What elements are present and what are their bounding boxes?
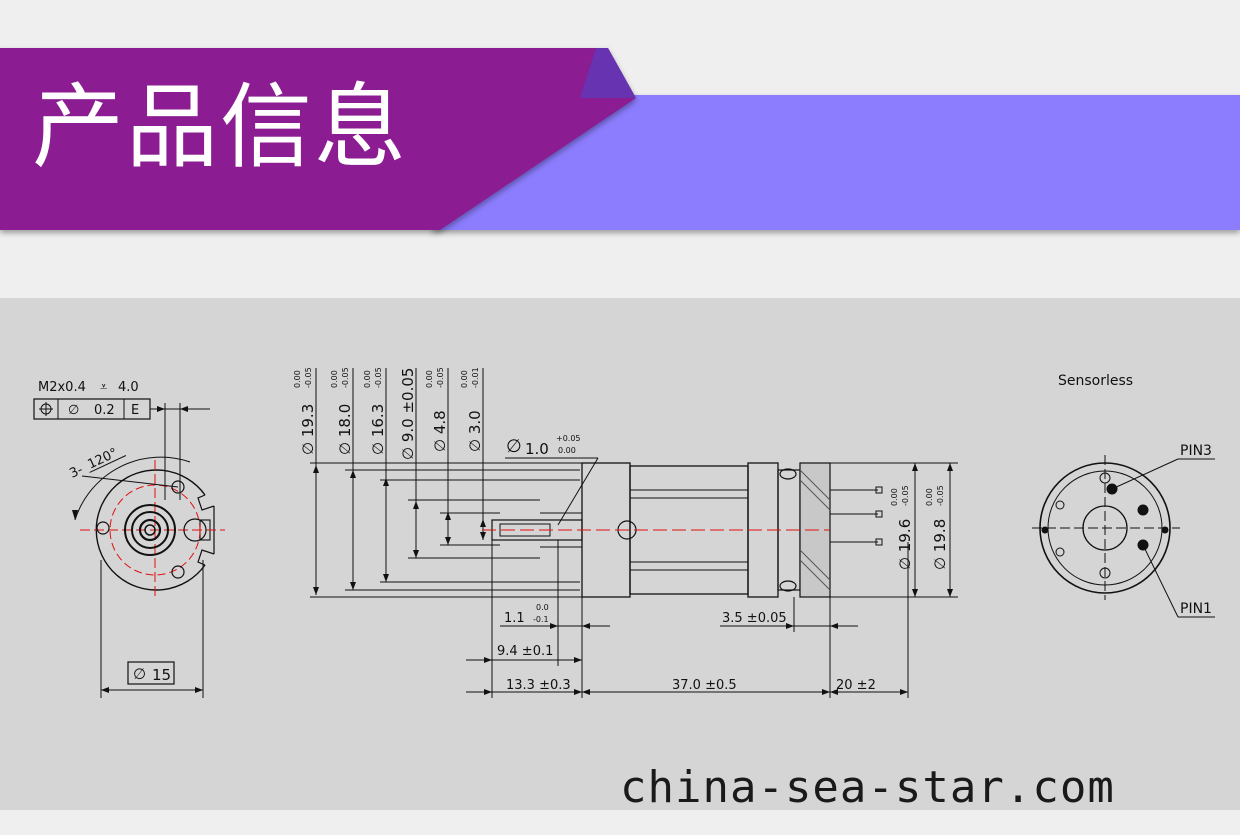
svg-text:∅ 9.0 ±0.05: ∅ 9.0 ±0.05 — [399, 368, 417, 460]
side-view: ∅ 19.3 0.00 -0.05 ∅ 18.0 0.00 -0.05 ∅ 16… — [293, 367, 958, 698]
svg-text:∅: ∅ — [506, 436, 522, 457]
svg-text:13.3 ±0.3: 13.3 ±0.3 — [506, 678, 571, 693]
svg-text:9.4 ±0.1: 9.4 ±0.1 — [497, 644, 553, 659]
svg-text:0.00: 0.00 — [890, 488, 899, 506]
dia-19-8-dim: ∅ 19.8 0.00 -0.05 — [925, 485, 949, 570]
svg-text:0.00: 0.00 — [925, 488, 934, 506]
len-1-1-dim: 1.1 0.0 -0.1 — [500, 603, 610, 629]
dia-19-3-dim: ∅ 19.3 0.00 -0.05 — [293, 367, 319, 595]
svg-text:20 ±2: 20 ±2 — [836, 678, 876, 693]
header-banner: 产品信息 — [0, 0, 1240, 260]
diameter-icon: ∅ — [68, 403, 79, 418]
len-3-5-dim: 3.5 ±0.05 — [720, 611, 858, 629]
svg-text:∅ 19.6: ∅ 19.6 — [896, 519, 914, 570]
dia-16-3-dim: ∅ 16.3 0.00 -0.05 — [363, 367, 389, 582]
svg-text:0.00: 0.00 — [330, 370, 339, 388]
svg-text:∅ 18.0: ∅ 18.0 — [336, 404, 354, 455]
svg-text:0.00: 0.00 — [293, 370, 302, 388]
len-37-dim: 37.0 ±0.5 — [582, 678, 830, 695]
thread-depth: 4.0 — [118, 380, 139, 395]
svg-text:1.1: 1.1 — [504, 611, 525, 626]
dia-18-0-dim: ∅ 18.0 0.00 -0.05 — [330, 367, 356, 590]
depth-icon: ⩡ — [100, 380, 107, 395]
svg-text:0.0: 0.0 — [536, 603, 549, 612]
banner-fold — [580, 48, 636, 98]
svg-text:-0.05: -0.05 — [341, 367, 350, 388]
shaft-dia: 1.0 — [525, 440, 549, 458]
mount-hole — [183, 518, 207, 542]
svg-text:∅ 19.8: ∅ 19.8 — [931, 519, 949, 570]
svg-text:0.00: 0.00 — [425, 370, 434, 388]
svg-text:-0.05: -0.05 — [374, 367, 383, 388]
len-9-4-dim: 9.4 ±0.1 — [466, 632, 582, 666]
svg-text:0.00: 0.00 — [558, 446, 576, 455]
pin2-terminal — [1137, 504, 1149, 516]
hub-outer — [124, 504, 176, 556]
svg-text:-0.05: -0.05 — [436, 367, 445, 388]
svg-text:∅: ∅ — [133, 665, 146, 683]
svg-text:-0.01: -0.01 — [471, 367, 480, 388]
dia-4-8-dim: ∅ 4.8 0.00 -0.05 — [425, 367, 451, 545]
svg-text:37.0 ±0.5: 37.0 ±0.5 — [672, 678, 737, 693]
svg-text:∅ 16.3: ∅ 16.3 — [369, 404, 387, 455]
svg-text:∅ 4.8: ∅ 4.8 — [431, 410, 449, 452]
front-view: M2x0.4 ⩡ 4.0 ∅ 0.2 E — [33, 380, 225, 698]
svg-text:0.00: 0.00 — [363, 370, 372, 388]
dia-19-6-dim: ∅ 19.6 0.00 -0.05 — [890, 485, 914, 570]
svg-text:0.00: 0.00 — [460, 370, 469, 388]
tolerance-value: 0.2 — [94, 403, 115, 418]
drawing-panel — [0, 298, 1240, 810]
svg-text:-0.05: -0.05 — [304, 367, 313, 388]
dia-9-0-dim: ∅ 9.0 ±0.05 — [399, 368, 419, 558]
banner-secondary-band — [430, 95, 1240, 230]
mount-hole — [96, 521, 110, 535]
thread-note: M2x0.4 — [38, 380, 86, 395]
sensorless-label: Sensorless — [1058, 373, 1133, 389]
rear-view: Sensorless PIN3 PIN1 — [1032, 373, 1215, 618]
mount-hole — [171, 480, 185, 494]
mount-hole — [171, 565, 185, 579]
page-title: 产品信息 — [32, 74, 409, 181]
svg-text:3.5 ±0.05: 3.5 ±0.05 — [722, 611, 787, 626]
banner-shapes — [0, 48, 1240, 230]
len-20-dim: 20 ±2 — [830, 678, 908, 695]
pin3-label: PIN3 — [1180, 443, 1212, 459]
hole-count: 3- — [67, 462, 85, 481]
angle-dim: 120° — [86, 446, 121, 473]
banner-primary-band — [0, 48, 636, 230]
svg-text:-0.1: -0.1 — [533, 615, 549, 624]
pin1-label: PIN1 — [1180, 601, 1212, 617]
dia-3-0-dim: ∅ 3.0 0.00 -0.01 — [460, 367, 486, 540]
tolerance-datum: E — [131, 403, 139, 418]
svg-text:∅ 3.0: ∅ 3.0 — [466, 410, 484, 452]
svg-text:-0.05: -0.05 — [901, 485, 910, 506]
watermark: china-sea-star.com — [620, 762, 1115, 813]
len-13-3-dim: 13.3 ±0.3 — [466, 678, 582, 695]
svg-text:∅ 19.3: ∅ 19.3 — [299, 404, 317, 455]
dia-15-dim: 15 — [152, 666, 171, 684]
svg-text:-0.05: -0.05 — [936, 485, 945, 506]
svg-text:+0.05: +0.05 — [556, 434, 581, 443]
